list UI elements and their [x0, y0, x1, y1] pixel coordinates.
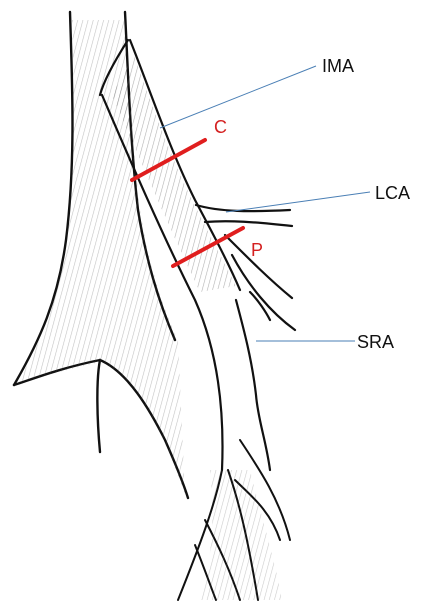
lca-leader	[226, 192, 370, 212]
label-lca: LCA	[375, 183, 410, 203]
label-ima: IMA	[322, 56, 354, 76]
ima-leader	[160, 66, 316, 128]
label-c: C	[214, 117, 227, 137]
label-p: P	[251, 240, 263, 260]
label-sra: SRA	[357, 332, 394, 352]
